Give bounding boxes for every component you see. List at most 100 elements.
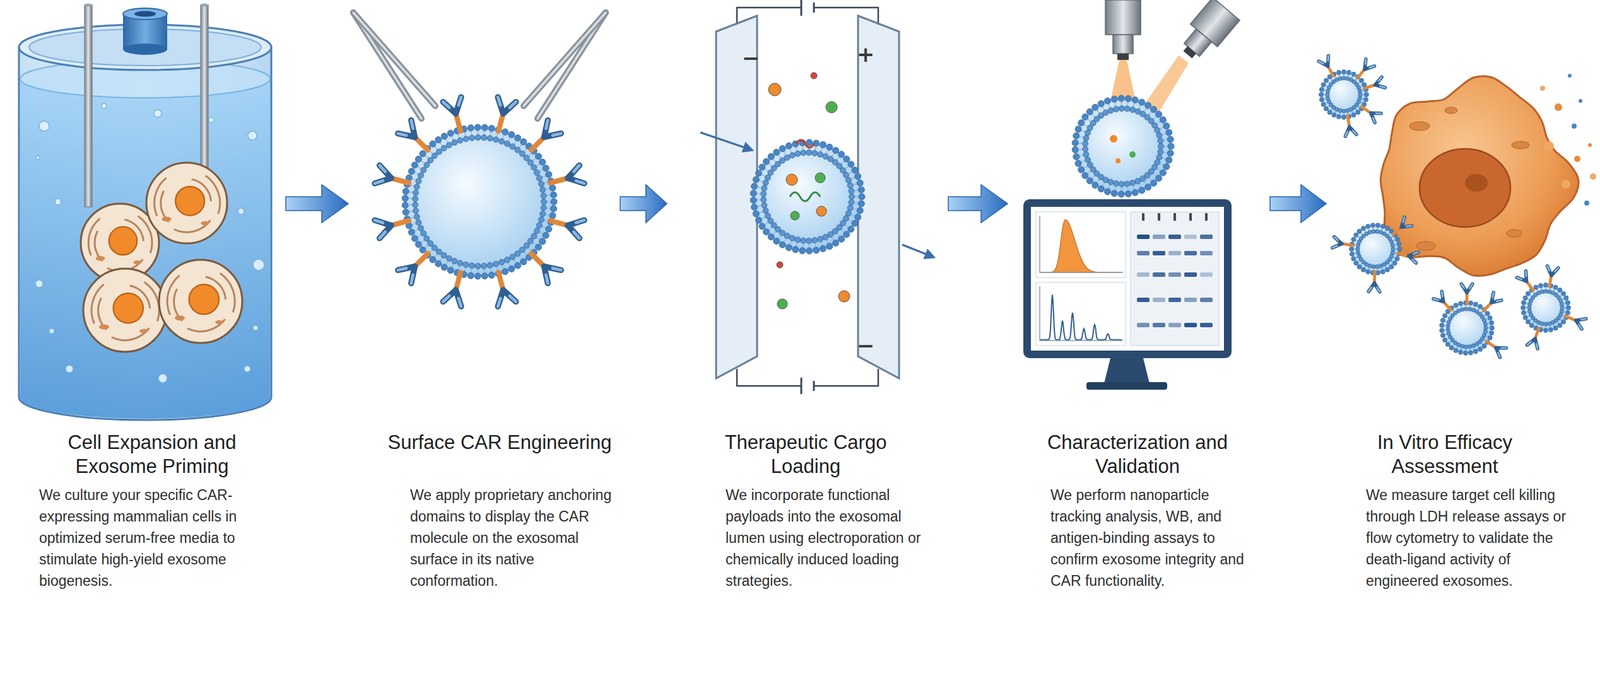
microscope-objective (1174, 0, 1240, 67)
lipid-head (785, 142, 792, 149)
cell-debris (1561, 179, 1571, 189)
endoplasmic-reticulum (90, 283, 105, 325)
lipid-head (536, 222, 542, 229)
car-binding-tip (1364, 59, 1368, 65)
lipid-tail (1444, 329, 1447, 332)
car-binding-tip (576, 220, 585, 223)
lipid-head (1483, 329, 1488, 334)
lipid-head (817, 236, 823, 243)
lipid-tail (758, 211, 763, 214)
lipid-tail (1325, 85, 1328, 87)
lipid-head (1111, 190, 1118, 197)
organelle (1416, 241, 1436, 251)
lipid-tail (1352, 76, 1353, 79)
lipid-head (1075, 126, 1082, 133)
lipid-head (504, 257, 510, 264)
lipid-head (1104, 97, 1111, 105)
car-binding-arm (379, 165, 392, 178)
lid-cap-top (123, 8, 168, 20)
lipid-head (435, 148, 442, 155)
lipid-tail (477, 269, 479, 274)
lid-cap-port (134, 11, 156, 18)
lipid-tail (1352, 111, 1353, 113)
lipid-head (1336, 70, 1342, 76)
lipid-head (539, 238, 546, 245)
objective-lens (1117, 53, 1129, 60)
lipid-tail (1126, 101, 1129, 106)
lipid-tail (1394, 248, 1397, 250)
characterization-panel (1023, 0, 1240, 390)
protein-band (1152, 251, 1166, 256)
lipid-tail (826, 240, 828, 244)
lipid-tail (1157, 121, 1161, 124)
capacitor-plate (813, 381, 816, 392)
lipid-head (538, 181, 544, 187)
lipid-head (1478, 304, 1483, 310)
lipid-head (487, 262, 493, 269)
car-binding-arm (1466, 283, 1473, 293)
lipid-tail (848, 220, 852, 223)
lipid-tail (841, 229, 845, 233)
lipid-head (847, 205, 853, 211)
protein-band (1136, 272, 1150, 277)
lipid-head (1468, 300, 1474, 306)
cargo-molecule (816, 206, 827, 217)
lipid-head (419, 246, 426, 253)
lipid-head (1485, 311, 1490, 317)
lipid-head (417, 225, 424, 231)
organelle (1511, 141, 1530, 149)
step-title: In Vitro Efficacy Assessment (1331, 430, 1559, 479)
lipid-head (1445, 342, 1450, 348)
lipid-head (858, 193, 865, 200)
lipid-tail (1355, 257, 1358, 259)
lipid-tail (773, 158, 777, 162)
car-binding-arm (1551, 268, 1559, 276)
lipid-tail (1553, 289, 1555, 292)
lipid-tail (784, 238, 787, 242)
lipid-head (750, 197, 757, 204)
lipid-head (550, 205, 557, 212)
tumor-cell (1380, 76, 1579, 277)
lipid-head (760, 191, 767, 197)
car-binding-tip (1376, 112, 1382, 115)
bubble (237, 208, 245, 215)
lipid-head (1078, 119, 1085, 127)
lipid-head (1463, 351, 1469, 356)
lipid-head (1459, 344, 1464, 349)
lipid-head (849, 194, 855, 200)
lipid-head (1482, 344, 1487, 349)
flow-arrow (1270, 184, 1327, 223)
lipid-tail (483, 269, 486, 274)
lipid-tail (1560, 319, 1563, 321)
lipid-tail (458, 133, 460, 138)
lipid-head (1557, 323, 1563, 329)
lipid-tail (1087, 119, 1091, 122)
lipid-head (431, 244, 438, 251)
car-binding-arm (1375, 85, 1386, 88)
car-binding-tip (1406, 225, 1412, 227)
car-binding-tip (458, 97, 462, 106)
lipid-head (481, 135, 488, 141)
lipid-head (467, 272, 474, 279)
endoplasmic-reticulum (166, 275, 181, 316)
polarity-sign: + (856, 43, 876, 65)
lipid-tail (1487, 331, 1490, 334)
lipid-head (1538, 283, 1544, 289)
cell-debris (1589, 173, 1597, 180)
protein-band (1168, 251, 1182, 256)
lipid-head (794, 237, 801, 243)
bioreactor (18, 3, 272, 421)
car-binding-tip (411, 275, 414, 284)
rna-cargo (796, 140, 814, 148)
car-binding-tip (374, 181, 383, 184)
lipid-tail (1360, 102, 1363, 104)
endoplasmic-reticulum (111, 327, 151, 342)
monitor-stand (1104, 358, 1150, 384)
lipid-head (1523, 315, 1528, 320)
mitochondrion (99, 324, 110, 330)
lipid-tail (758, 180, 763, 182)
lipid-tail (524, 252, 527, 255)
lipid-head (1557, 287, 1563, 293)
lipid-head (1097, 186, 1105, 193)
lipid-head (1323, 78, 1329, 83)
